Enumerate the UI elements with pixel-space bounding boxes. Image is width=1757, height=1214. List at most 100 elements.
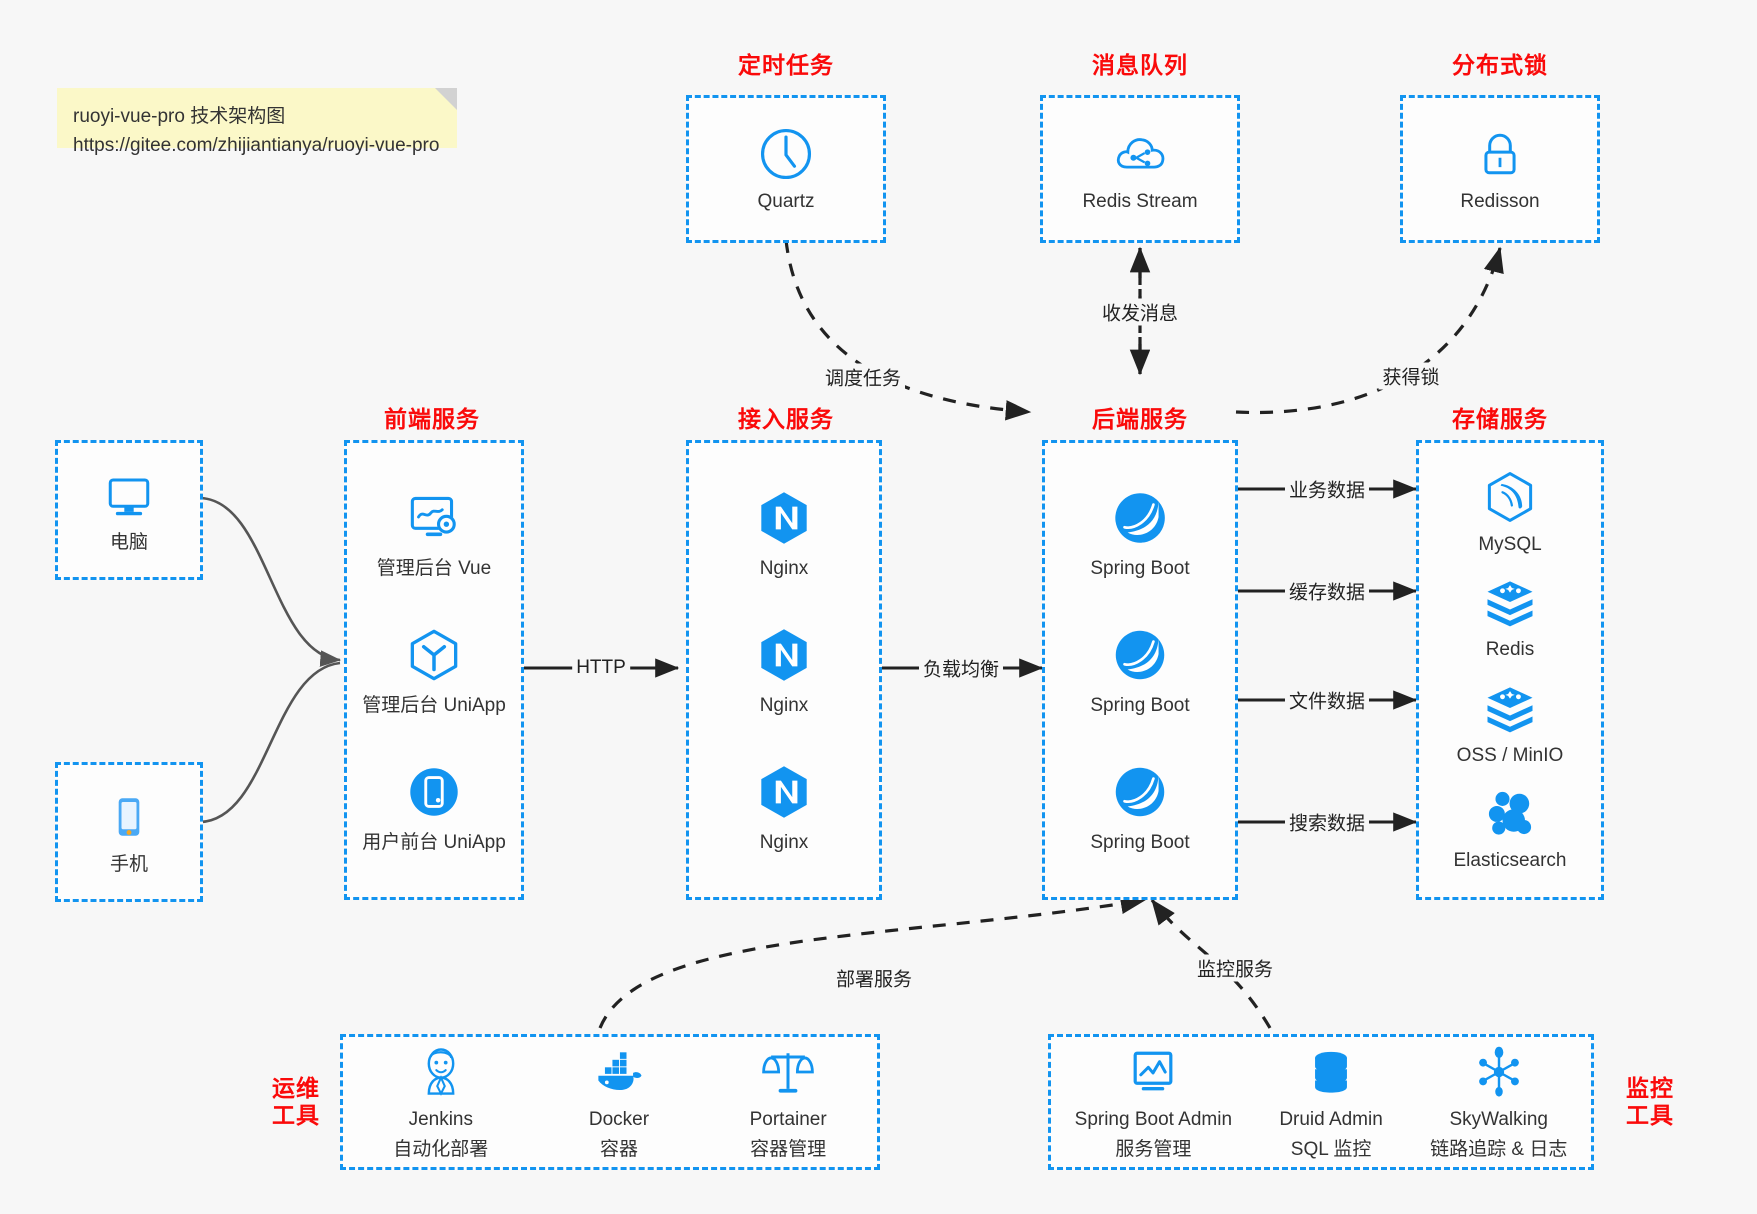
node-spring-boot-2-label: Spring Boot — [1090, 695, 1190, 717]
group-box-lock[interactable]: Redisson — [1400, 95, 1600, 243]
node-mobile[interactable]: 手机 — [99, 787, 159, 877]
monitor-chart-icon — [1133, 1051, 1173, 1091]
node-quartz-label: Quartz — [757, 191, 815, 213]
node-jenkins-sub: 自动化部署 — [393, 1139, 489, 1160]
node-user-uniapp[interactable]: 用户前台 UniApp — [362, 759, 506, 855]
node-skywalking-sub: 链路追踪 & 日志 — [1430, 1139, 1568, 1160]
edge-mobile-to-frontend — [199, 661, 341, 824]
node-redis[interactable]: Redis — [1480, 572, 1540, 662]
node-portainer[interactable]: Portainer 容器管理 — [750, 1042, 827, 1162]
group-box-devops[interactable]: Jenkins 自动化部署 Docker 容器 — [340, 1034, 880, 1170]
group-title-lock: 分布式锁 — [1452, 52, 1548, 78]
node-jenkins-label: Jenkins — [408, 1109, 473, 1131]
spring-leaf-icon — [1115, 767, 1165, 816]
node-nginx-1[interactable]: Nginx — [751, 485, 817, 581]
node-oss-label: OSS / MinIO — [1456, 744, 1564, 766]
node-spring-boot-3[interactable]: Spring Boot — [1090, 759, 1190, 855]
node-elasticsearch[interactable]: Elasticsearch — [1454, 783, 1567, 873]
node-jenkins[interactable]: Jenkins 自动化部署 — [393, 1042, 488, 1162]
group-box-storage[interactable]: MySQL Redis OSS / MinIO — [1416, 440, 1604, 900]
node-druid-admin-sub: SQL 监控 — [1290, 1139, 1372, 1160]
node-admin-uniapp-label: 管理后台 UniApp — [362, 695, 506, 717]
database-icon — [1315, 1052, 1347, 1093]
node-docker[interactable]: Docker 容器 — [589, 1042, 649, 1162]
node-docker-label: Docker — [588, 1109, 650, 1131]
node-spring-boot-admin[interactable]: Spring Boot Admin 服务管理 — [1075, 1042, 1232, 1162]
node-pc-label: 电脑 — [109, 532, 148, 554]
node-druid-admin-label: Druid Admin — [1279, 1109, 1383, 1131]
node-spring-boot-1-label: Spring Boot — [1090, 558, 1190, 580]
edge-pc-to-frontend — [199, 496, 342, 667]
group-title-mq: 消息队列 — [1092, 52, 1188, 78]
group-box-mq[interactable]: Redis Stream — [1040, 95, 1240, 243]
jenkins-butler-icon — [427, 1048, 455, 1097]
node-nginx-1-label: Nginx — [759, 558, 809, 580]
node-mysql[interactable]: MySQL — [1478, 467, 1542, 557]
redis-stack-icon — [1487, 581, 1533, 627]
group-title-devops-line2: 工具 — [272, 1102, 320, 1129]
dashboard-gear-icon — [410, 497, 456, 537]
edge-label-message: 收发消息 — [1097, 298, 1183, 326]
node-spring-boot-2[interactable]: Spring Boot — [1090, 622, 1190, 718]
node-admin-vue[interactable]: 管理后台 Vue — [377, 485, 491, 581]
node-redisson[interactable]: Redisson — [1460, 124, 1540, 214]
note-url: https://gitee.com/zhijiantianya/ruoyi-vu… — [73, 135, 440, 157]
group-title-monitor-line1: 监控 — [1626, 1075, 1674, 1101]
group-box-pc[interactable]: 电脑 — [55, 440, 203, 580]
smartphone-icon — [118, 798, 140, 836]
edge-label-http: HTTP — [572, 657, 630, 679]
note-title: ruoyi-vue-pro 技术架构图 — [73, 106, 286, 127]
node-redis-label: Redis — [1485, 639, 1535, 661]
skywalking-node-icon — [1478, 1046, 1519, 1097]
note-fold-corner — [435, 88, 457, 110]
node-spring-boot-admin-label: Spring Boot Admin — [1074, 1109, 1233, 1131]
mysql-dolphin-icon — [1487, 471, 1533, 522]
node-admin-uniapp[interactable]: 管理后台 UniApp — [362, 622, 506, 718]
node-portainer-sub: 容器管理 — [750, 1139, 827, 1160]
docker-whale-icon — [598, 1052, 642, 1091]
node-spring-boot-1[interactable]: Spring Boot — [1090, 485, 1190, 581]
node-user-uniapp-label: 用户前台 UniApp — [362, 831, 506, 853]
edge-label-load-balance: 负载均衡 — [918, 654, 1004, 682]
cube-icon — [410, 629, 458, 681]
group-title-monitor: 监控 工具 — [1612, 1075, 1688, 1129]
node-mobile-label: 手机 — [109, 854, 148, 876]
clock-icon — [760, 129, 812, 180]
node-quartz[interactable]: Quartz — [756, 124, 816, 214]
edge-label-monitor-service: 监控服务 — [1192, 954, 1278, 982]
group-box-monitor[interactable]: Spring Boot Admin 服务管理 Druid Admin SQL 监… — [1048, 1034, 1594, 1170]
node-redis-stream[interactable]: Redis Stream — [1082, 124, 1198, 214]
group-title-gateway: 接入服务 — [738, 406, 834, 432]
node-redisson-label: Redisson — [1460, 191, 1540, 213]
node-docker-sub: 容器 — [599, 1139, 638, 1160]
group-title-frontend: 前端服务 — [384, 406, 480, 432]
node-admin-vue-label: 管理后台 Vue — [376, 558, 492, 580]
node-skywalking-label: SkyWalking — [1449, 1109, 1548, 1131]
group-box-scheduler[interactable]: Quartz — [686, 95, 886, 243]
group-box-mobile[interactable]: 手机 — [55, 762, 203, 902]
nginx-icon — [761, 765, 807, 818]
nginx-icon — [761, 629, 807, 681]
edge-label-acquire-lock: 获得锁 — [1378, 362, 1444, 390]
edge-label-deploy-service: 部署服务 — [831, 964, 917, 992]
node-elasticsearch-label: Elasticsearch — [1453, 850, 1567, 872]
node-pc[interactable]: 电脑 — [99, 465, 159, 555]
nginx-icon — [761, 492, 807, 545]
node-skywalking[interactable]: SkyWalking 链路追踪 & 日志 — [1430, 1042, 1567, 1162]
node-druid-admin[interactable]: Druid Admin SQL 监控 — [1279, 1042, 1383, 1162]
node-oss[interactable]: OSS / MinIO — [1456, 678, 1564, 768]
node-redis-stream-label: Redis Stream — [1082, 191, 1198, 213]
group-box-gateway[interactable]: Nginx Nginx Nginx — [686, 440, 882, 900]
node-nginx-2[interactable]: Nginx — [751, 622, 817, 718]
group-title-scheduler: 定时任务 — [738, 52, 834, 78]
group-box-backend[interactable]: Spring Boot Spring Boot Spring Boot — [1042, 440, 1238, 900]
node-nginx-3[interactable]: Nginx — [751, 759, 817, 855]
elasticsearch-icon — [1488, 792, 1532, 835]
desktop-monitor-icon — [108, 478, 150, 516]
scales-icon — [762, 1053, 814, 1093]
edge-label-cache-data: 缓存数据 — [1284, 577, 1370, 605]
edge-label-schedule-task: 调度任务 — [820, 363, 906, 391]
spring-leaf-icon — [1115, 630, 1165, 680]
node-spring-boot-admin-sub: 服务管理 — [1115, 1139, 1192, 1160]
group-box-frontend[interactable]: 管理后台 Vue 管理后台 UniApp 用户前台 UniApp — [344, 440, 524, 900]
